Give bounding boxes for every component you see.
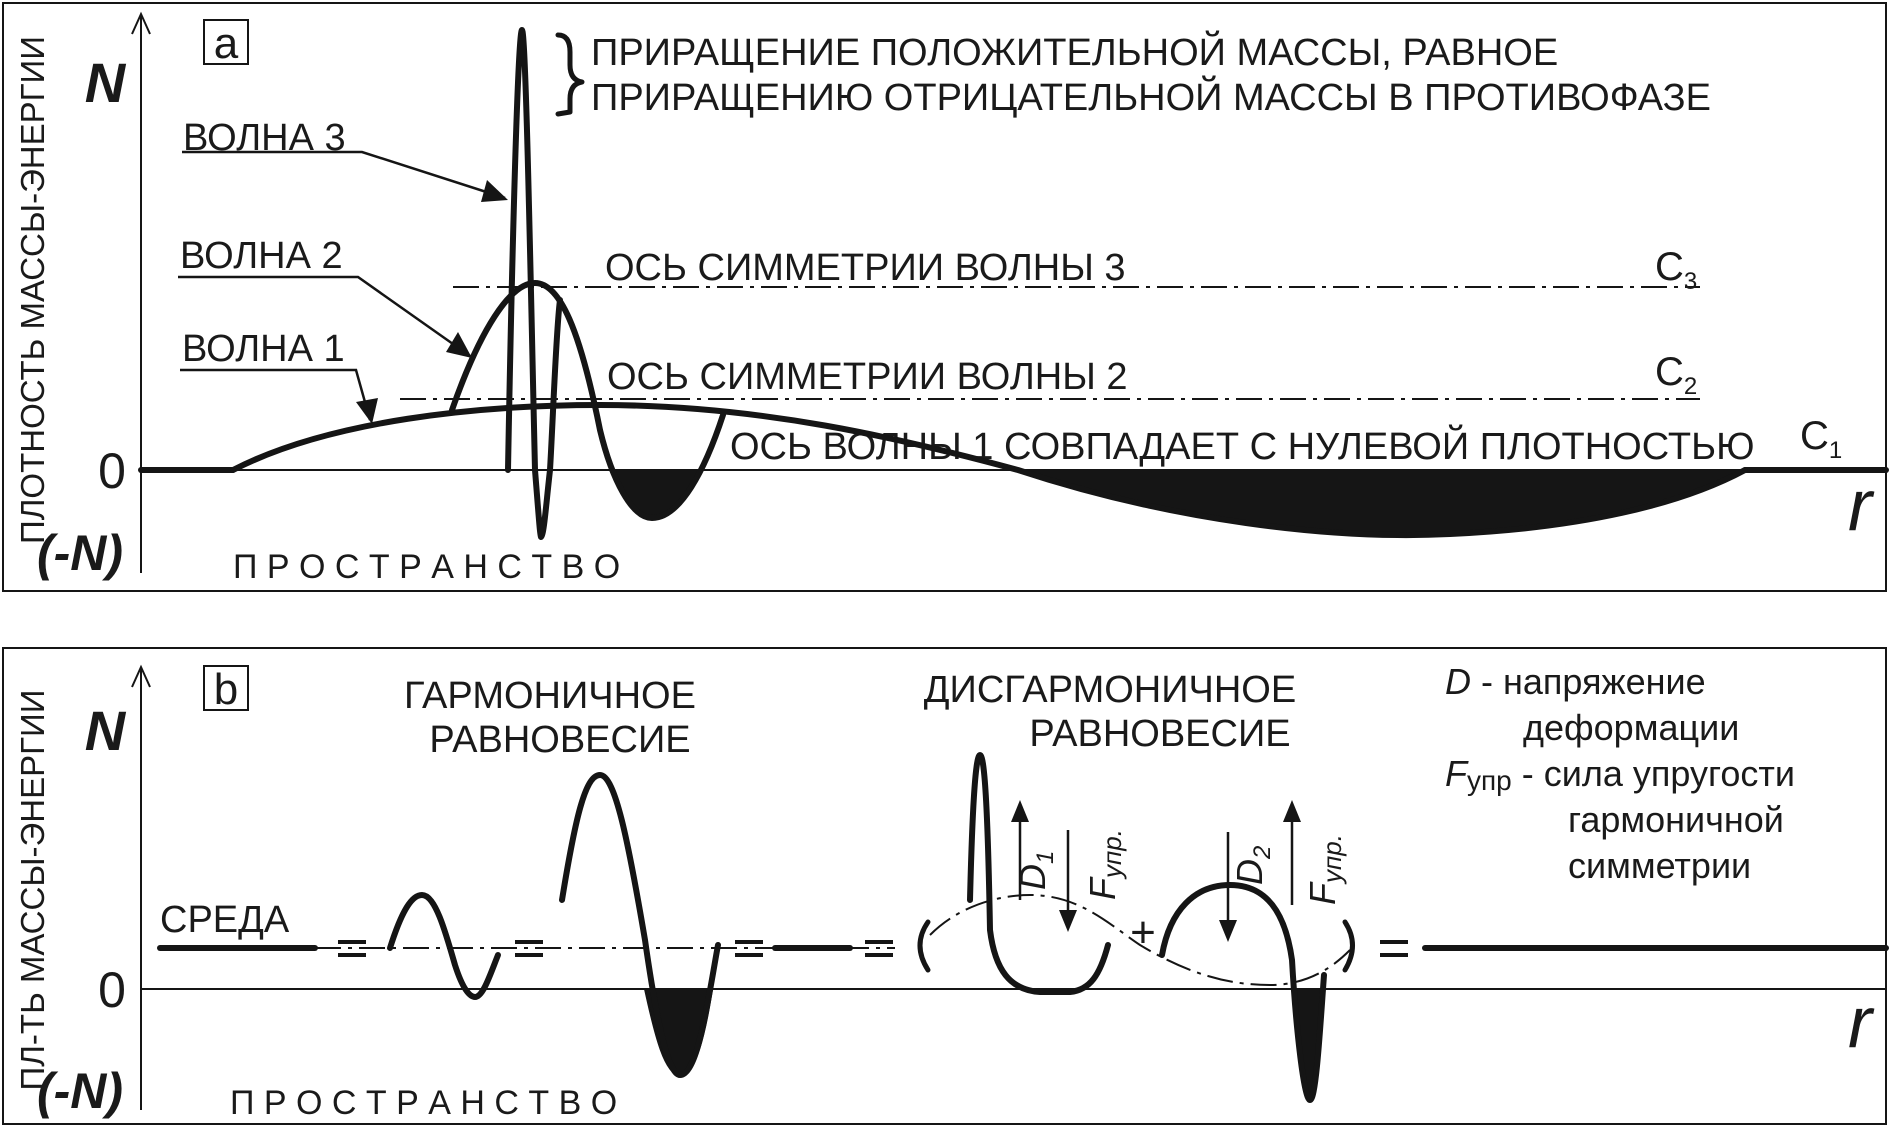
disharmonic-title-2: РАВНОВЕСИЕ (1029, 713, 1290, 755)
brace (555, 32, 585, 117)
axis3-label: ОСЬ СИММЕТРИИ ВОЛНЫ 3 (605, 247, 1126, 289)
d1-label: D1 (1012, 851, 1059, 890)
y-pos-label-b: N (85, 699, 127, 762)
d2-label: D2 (1229, 846, 1276, 885)
wave1-label: ВОЛНА 1 (182, 328, 345, 370)
f2-arrow-head (1283, 800, 1301, 822)
medium-label: СРЕДА (160, 899, 290, 941)
wave3-curve (505, 27, 563, 540)
wave2-pointer-head (446, 332, 472, 358)
right-paren (1342, 919, 1355, 973)
wave1-curve (230, 402, 1748, 538)
panel-b-tag: b (214, 665, 238, 714)
y-axis-title-a: ПЛОТНОСТЬ МАССЫ-ЭНЕРГИИ (14, 36, 51, 544)
y-neg-label-a: (-N) (37, 525, 123, 581)
axis1-label: ОСЬ ВОЛНЫ 1 СОВПАДАЕТ С НУЛЕВОЙ ПЛОТНОСТ… (730, 423, 1754, 468)
x-axis-label-b: r (1848, 983, 1875, 1063)
legend-d: D - напряжение (1445, 661, 1706, 702)
panel-a-tag-box (203, 19, 249, 65)
disharmonic-wave-1 (967, 752, 1111, 995)
wave3-pointer-head (481, 180, 508, 202)
c2-label: C2 (1655, 350, 1697, 400)
d1-arrow-head (1011, 800, 1029, 822)
y-zero-label-a: 0 (98, 443, 126, 499)
legend-f: Fупр - сила упругости (1445, 753, 1795, 796)
disharmonic-axis (929, 893, 1351, 987)
legend-d-2: деформации (1523, 707, 1739, 748)
note-line-1: ПРИРАЩЕНИЕ ПОЛОЖИТЕЛЬНОЙ МАССЫ, РАВНОЕ (591, 29, 1558, 74)
left-paren (917, 919, 931, 973)
y-pos-label-a: N (85, 51, 127, 114)
wave3-label: ВОЛНА 3 (183, 117, 346, 159)
y-neg-label-b: (-N) (37, 1063, 123, 1119)
x-axis-label-a: r (1848, 466, 1875, 546)
y-zero-label-b: 0 (98, 962, 126, 1018)
panel-a-frame (2, 2, 1887, 592)
y-axis-arrow-b (131, 664, 151, 688)
harmonic-big-wave (559, 772, 721, 1078)
legend-f-2: гармоничной (1568, 799, 1784, 840)
disharmonic-title-1: ДИСГАРМОНИЧНОЕ (924, 669, 1296, 711)
harmonic-title-2: РАВНОВЕСИЕ (429, 719, 690, 761)
wave2-pointer (178, 275, 471, 358)
panel-b: b ПЛ-ТЬ МАССЫ-ЭНЕРГИИ N 0 (-N) r П Р О С… (2, 647, 1889, 1125)
note-line-2: ПРИРАЩЕНИЮ ОТРИЦАТЕЛЬНОЙ МАССЫ В ПРОТИВО… (591, 74, 1711, 119)
c3-label: C3 (1655, 245, 1697, 295)
wave3-pointer (182, 150, 506, 200)
panel-a: a ПЛОТНОСТЬ МАССЫ-ЭНЕРГИИ N 0 (-N) r П Р… (2, 2, 1889, 592)
f1-label: Fупр. (1082, 829, 1127, 900)
panel-a-tag: a (214, 19, 239, 68)
f2-label: Fупр. (1302, 834, 1347, 905)
panel-b-tag-box (203, 665, 249, 711)
harmonic-small-wave (387, 892, 501, 1000)
legend-f-3: симметрии (1568, 845, 1751, 886)
space-label-b: П Р О С Т Р А Н С Т В О (230, 1084, 617, 1122)
equals-signs (338, 940, 1408, 957)
d2-arrow-head (1219, 920, 1237, 942)
wave1-pointer (180, 368, 372, 421)
wave1-pointer-head (356, 398, 378, 424)
disharmonic-wave-2 (1159, 882, 1327, 1103)
space-label-a: П Р О С Т Р А Н С Т В О (233, 548, 620, 586)
harmonic-title-1: ГАРМОНИЧНОЕ (404, 675, 696, 717)
plus-sign: + (1130, 908, 1156, 957)
y-axis-arrow-a (131, 11, 151, 35)
c1-label: C1 (1800, 414, 1842, 464)
axis2-label: ОСЬ СИММЕТРИИ ВОЛНЫ 2 (607, 356, 1128, 398)
panel-b-frame (2, 647, 1887, 1125)
y-axis-title-b: ПЛ-ТЬ МАССЫ-ЭНЕРГИИ (14, 690, 51, 1091)
f1-arrow-head (1059, 910, 1077, 932)
wave2-label: ВОЛНА 2 (180, 235, 343, 277)
